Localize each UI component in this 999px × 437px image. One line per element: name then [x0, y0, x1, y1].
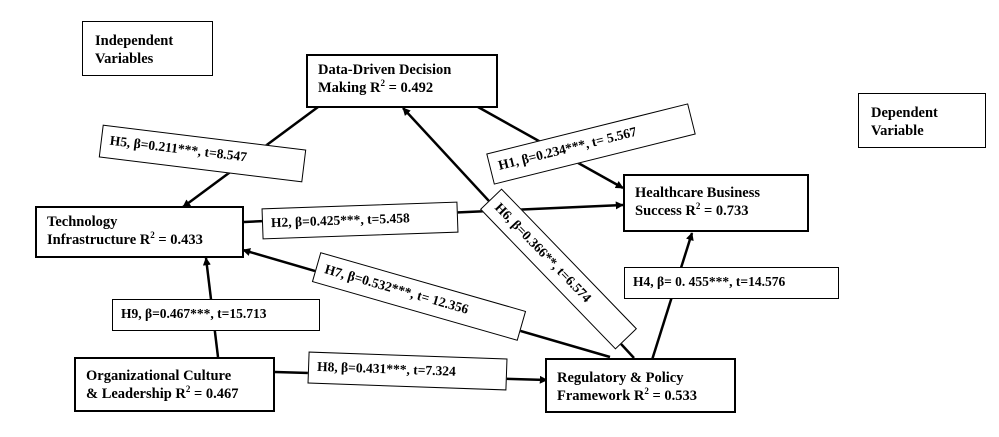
- ddm-line1: Data-Driven Decision: [318, 62, 452, 78]
- ddm-sup: 2: [380, 78, 385, 89]
- node-healthcare-business-success: Healthcare Business Success R2 = 0.733: [623, 174, 809, 232]
- node-organizational-culture-leadership: Organizational Culture & Leadership R2 =…: [74, 357, 275, 412]
- path-label-h4: H4, β= 0. 455***, t=14.576: [624, 267, 839, 299]
- node-data-driven-decision-making: Data-Driven Decision Making R2 = 0.492: [306, 54, 498, 108]
- rpf-sup: 2: [644, 386, 649, 397]
- node-regulatory-policy-framework: Regulatory & Policy Framework R2 = 0.533: [545, 358, 736, 413]
- path-label-h4-text: H4, β= 0. 455***, t=14.576: [633, 274, 786, 289]
- path-label-h8-text: H8, β=0.431***, t=7.324: [316, 358, 457, 379]
- ti-r2: = 0.433: [154, 232, 203, 248]
- ddm-r2: = 0.492: [384, 80, 434, 96]
- ti-line2: Infrastructure R: [47, 232, 151, 248]
- legend-independent-text: Independent Variables: [95, 33, 174, 67]
- ti-sup: 2: [150, 230, 155, 241]
- node-technology-infrastructure: Technology Infrastructure R2 = 0.433: [35, 206, 244, 258]
- ocl-line2: & Leadership R: [86, 386, 186, 402]
- legend-dependent-text: Dependent Variable: [871, 105, 938, 139]
- ddm-line2: Making R: [318, 80, 381, 96]
- rpf-line2: Framework R: [557, 388, 645, 404]
- legend-dependent: Dependent Variable: [858, 93, 986, 148]
- rpf-r2: = 0.533: [648, 388, 698, 404]
- path-label-h9-text: H9, β=0.467***, t=15.713: [121, 306, 267, 321]
- hbs-r2: = 0.733: [700, 203, 749, 219]
- path-label-h9: H9, β=0.467***, t=15.713: [112, 299, 320, 331]
- legend-independent: Independent Variables: [82, 21, 213, 76]
- rpf-line1: Regulatory & Policy: [557, 370, 684, 386]
- ocl-sup: 2: [185, 384, 191, 395]
- ti-line1: Technology: [47, 214, 118, 230]
- path-label-h2-text: H2, β=0.425***, t=5.458: [270, 210, 410, 231]
- ocl-line1: Organizational Culture: [86, 368, 232, 384]
- hbs-line1: Healthcare Business: [635, 185, 760, 201]
- ocl-r2: = 0.467: [190, 386, 239, 402]
- hbs-line2: Success R: [635, 203, 696, 219]
- hbs-sup: 2: [695, 201, 701, 212]
